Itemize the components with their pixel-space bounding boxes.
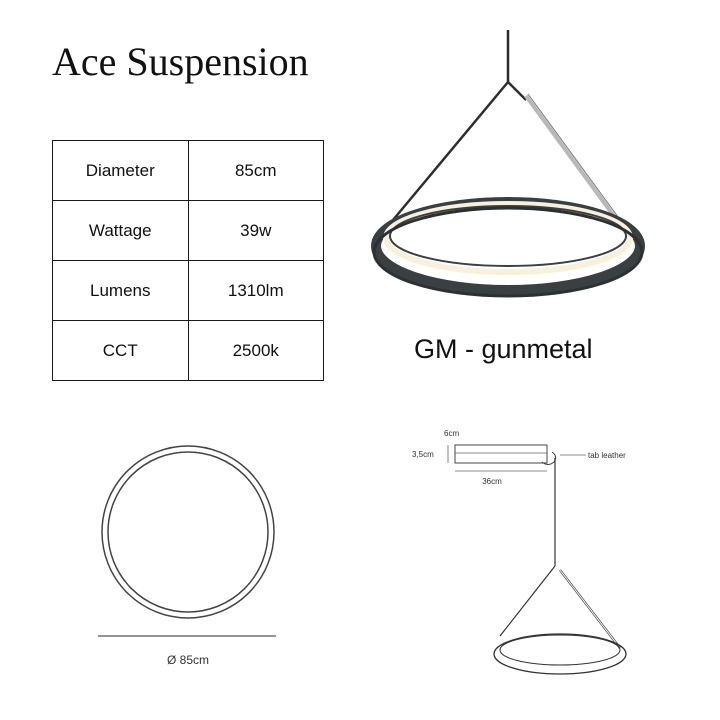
spec-label: CCT — [52, 320, 189, 381]
canopy — [454, 444, 548, 464]
tab-leather — [541, 451, 557, 465]
spec-row-diameter: Diameter 85cm — [52, 140, 324, 201]
spec-label: Wattage — [52, 200, 189, 261]
ring-inner-edge — [389, 205, 627, 267]
drawing-ring-inner — [499, 634, 621, 666]
technical-drawing: 6cm 3,5cm 36cm tab leather — [412, 429, 627, 675]
canopy-width-label: 36cm — [482, 477, 502, 486]
product-title: Ace Suspension — [52, 39, 309, 84]
drawing-ring-outer — [493, 633, 627, 675]
tab-leather-label: tab leather — [588, 451, 626, 460]
spec-row-lumens: Lumens 1310lm — [52, 260, 324, 321]
drawing-rod-inner — [559, 569, 621, 649]
spec-label: Diameter — [52, 140, 189, 201]
product-photo — [371, 30, 645, 298]
suspension-rod-edge — [527, 93, 633, 237]
ring-plan-inner — [107, 451, 269, 613]
suspension-arm-left — [387, 81, 509, 227]
spec-value: 85cm — [187, 140, 324, 201]
finish-label: GM - gunmetal — [414, 334, 593, 364]
spec-value: 2500k — [187, 320, 324, 381]
ring-plan-outer — [101, 445, 275, 619]
spec-label: Lumens — [52, 260, 189, 321]
plan-view-drawing: Ø 85cm — [98, 445, 276, 667]
spec-row-cct: CCT 2500k — [52, 320, 324, 381]
spec-value: 1310lm — [187, 260, 324, 321]
diameter-dimension-label: Ø 85cm — [167, 653, 209, 667]
ring-glow — [383, 201, 633, 275]
spec-table: Diameter 85cm Wattage 39w Lumens 1310lm … — [52, 140, 324, 381]
canopy-depth-label: 6cm — [444, 429, 459, 438]
canopy-height-label: 3,5cm — [412, 450, 434, 459]
drawing-arm-left — [499, 565, 556, 637]
suspension-arm-right — [507, 81, 527, 101]
ring-bottom-edge — [372, 206, 644, 298]
